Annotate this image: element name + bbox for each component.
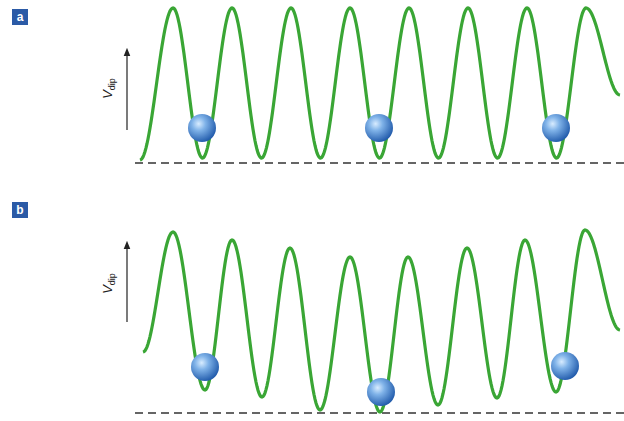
axis-symbol: V bbox=[99, 90, 114, 99]
atom bbox=[365, 114, 393, 142]
lattice-potential bbox=[140, 8, 620, 160]
panel-letter: b bbox=[12, 202, 28, 218]
panel-letter: a bbox=[12, 9, 28, 25]
axis-label: Vdip bbox=[100, 78, 115, 99]
baseline bbox=[135, 162, 624, 164]
atom bbox=[191, 353, 219, 381]
axis-arrow bbox=[126, 245, 127, 322]
axis-symbol: V bbox=[99, 285, 114, 294]
atom bbox=[367, 378, 395, 406]
lattice-potential bbox=[143, 230, 620, 412]
axis-subscript: dip bbox=[106, 273, 116, 285]
atom bbox=[542, 114, 570, 142]
atom bbox=[188, 114, 216, 142]
axis-subscript: dip bbox=[106, 78, 116, 90]
axis-label: Vdip bbox=[100, 273, 115, 294]
axis-arrow bbox=[126, 52, 127, 130]
atom bbox=[551, 352, 579, 380]
